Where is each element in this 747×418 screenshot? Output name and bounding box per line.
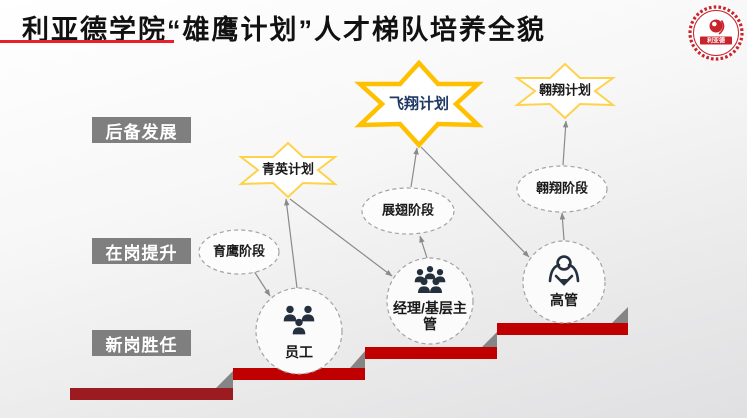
stage-label-onjob-improvement: 在岗提升 bbox=[92, 238, 191, 264]
step-ramp-4 bbox=[612, 307, 628, 323]
plan-label-feixiang: 飞翔计划 bbox=[388, 95, 450, 113]
phase-ellipses bbox=[198, 165, 608, 275]
role-label-executive: 高管 bbox=[550, 291, 578, 308]
phase-ellipse-yuying bbox=[198, 229, 280, 275]
logo-band bbox=[700, 36, 732, 45]
logo-inner-ring bbox=[693, 10, 739, 56]
phase-ellipse-aoxiang bbox=[516, 165, 608, 213]
plan-star-qingying bbox=[238, 141, 338, 199]
arrow-plan1-to-role2 bbox=[420, 146, 530, 258]
arrow-phase1-to-plan1 bbox=[410, 147, 419, 188]
step-4 bbox=[497, 323, 628, 335]
leyard-academy-logo: 利亚德 bbox=[688, 5, 744, 61]
step-1 bbox=[70, 388, 233, 400]
arrow-plan0-to-role1 bbox=[289, 198, 393, 277]
stage-label-reserve-development: 后备发展 bbox=[92, 117, 191, 143]
arrow-role2-to-phase2 bbox=[559, 212, 566, 241]
plan-star-aoxiang bbox=[513, 62, 617, 120]
arrow-role1-to-phase1 bbox=[419, 235, 428, 259]
phase-label-aoxiang: 翱翔阶段 bbox=[535, 180, 589, 196]
step-ramp-3 bbox=[482, 332, 497, 347]
plan-star-feixiang bbox=[354, 59, 484, 149]
plan-label-qingying: 青英计划 bbox=[261, 161, 315, 177]
phase-ellipse-zhanchi bbox=[361, 187, 455, 235]
phase-label-zhanchi: 展翅阶段 bbox=[381, 202, 435, 218]
role-label-manager: 经理/基层主管 bbox=[393, 299, 467, 332]
logo-swirl-eye bbox=[712, 21, 717, 27]
logo-swirl-icon bbox=[709, 19, 723, 33]
arrow-phase2-to-plan2 bbox=[562, 120, 569, 166]
connector-arrows bbox=[251, 120, 569, 297]
executive-person-icon bbox=[548, 255, 580, 286]
arrow-phase0-to-role0 bbox=[251, 267, 271, 297]
plan-label-aoxiang: 翱翔计划 bbox=[538, 82, 592, 98]
arrow-role0-to-plan0 bbox=[284, 198, 298, 289]
stage-label-newpost-competence: 新岗胜任 bbox=[92, 330, 191, 356]
logo-band-text: 利亚德 bbox=[706, 37, 725, 45]
step-ramp-2 bbox=[350, 351, 365, 368]
role-label-employee: 员工 bbox=[285, 343, 313, 360]
phase-label-yuying: 育鹰阶段 bbox=[212, 243, 266, 259]
step-3 bbox=[365, 347, 497, 359]
step-ramp-1 bbox=[216, 371, 233, 388]
role-circle-manager bbox=[386, 257, 474, 345]
title-underline bbox=[0, 40, 174, 43]
logo-swirl-tail bbox=[718, 20, 725, 35]
